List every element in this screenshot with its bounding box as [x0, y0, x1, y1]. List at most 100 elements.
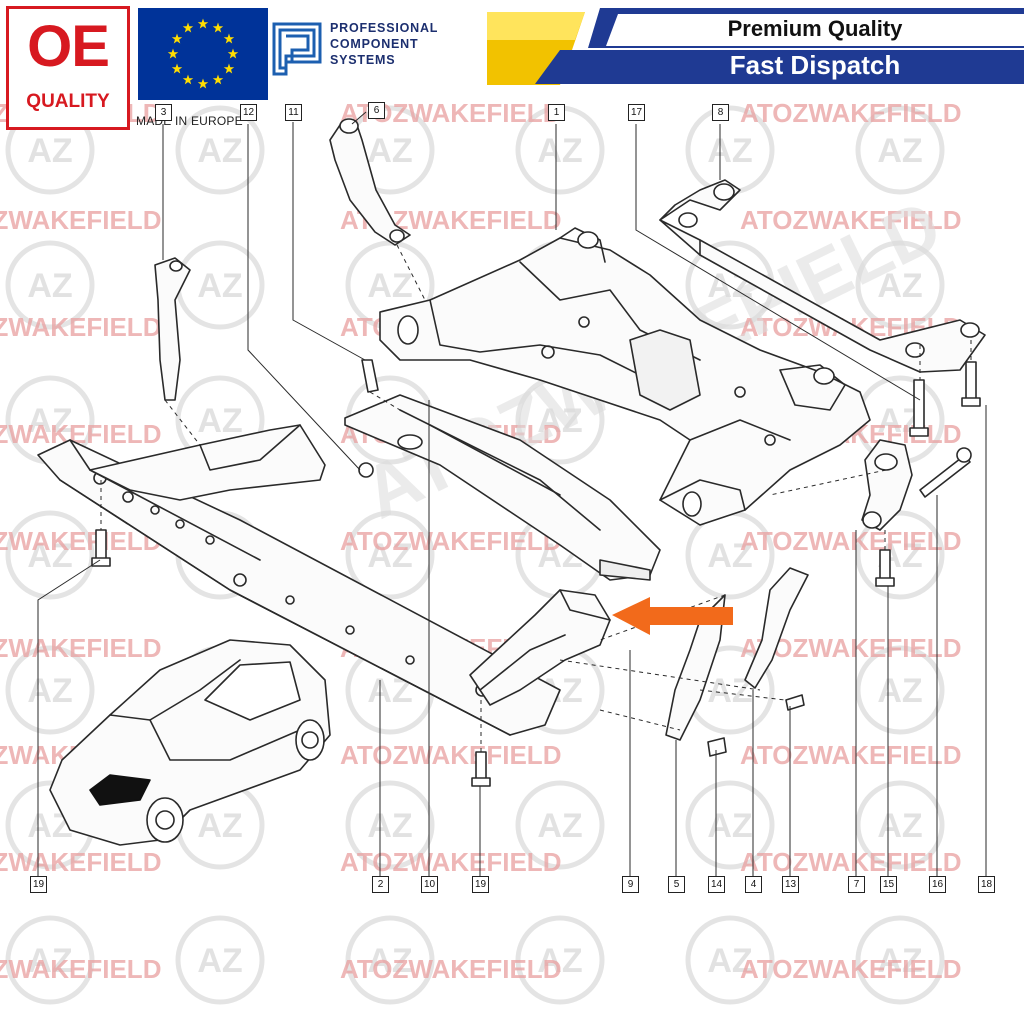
- svg-text:AZ: AZ: [27, 672, 72, 710]
- svg-text:AZ: AZ: [197, 402, 242, 440]
- watermark-logo-icon: AZ: [855, 240, 945, 330]
- part-12-bracket: [89, 424, 326, 501]
- pcs-wordmark: PROFESSIONAL COMPONENT SYSTEMS: [330, 20, 438, 68]
- car-location-illustration: [49, 639, 331, 846]
- watermark-text: ATOZWAKEFIELD: [740, 847, 961, 877]
- watermark-logo-icon: AZ: [855, 645, 945, 735]
- eu-star-icon: [171, 63, 183, 74]
- watermark-text: ATOZWAKEFIELD: [740, 740, 961, 770]
- svg-text:AZ: AZ: [877, 942, 922, 980]
- watermark-logo-icon: AZ: [515, 915, 605, 1005]
- watermark-logo-icon: AZ: [685, 105, 775, 195]
- pcs-line-1: PROFESSIONAL: [330, 21, 439, 35]
- watermark-text: ATOZWAKEFIELD: [340, 740, 561, 770]
- callout-16: 16: [929, 876, 946, 893]
- eu-star-icon: [197, 78, 209, 89]
- watermark-logo-icon: AZ: [515, 375, 605, 465]
- watermark-logo-icon: AZ: [175, 105, 265, 195]
- callout-13: 13: [782, 876, 799, 893]
- oe-text: OE: [27, 14, 110, 79]
- oe-quality-badge: OE QUALITY: [6, 6, 130, 130]
- watermark-text: ATOZWAKEFIELD: [0, 205, 161, 235]
- callout-14: 14: [708, 876, 725, 893]
- eu-star-icon: [182, 22, 194, 33]
- watermark-text: ATOZWAKEFIELD: [340, 954, 561, 984]
- watermark-logo-icon: AZ: [5, 915, 95, 1005]
- callout-17: 17: [628, 104, 645, 121]
- watermark-logo-icon: AZ: [855, 915, 945, 1005]
- svg-text:AZ: AZ: [27, 942, 72, 980]
- svg-text:AZ: AZ: [367, 942, 412, 980]
- watermark-text: ATOZWAKEFIELD: [0, 312, 161, 342]
- eu-star-icon: [212, 22, 224, 33]
- watermark-logo-icon: AZ: [515, 780, 605, 870]
- eu-star-icon: [227, 48, 239, 59]
- svg-text:AZ: AZ: [367, 132, 412, 170]
- watermark-logo-icon: AZ: [345, 780, 435, 870]
- callout-18: 18: [978, 876, 995, 893]
- callout-2: 2: [372, 876, 389, 893]
- eu-star-icon: [212, 74, 224, 85]
- callout-19-center: 19: [472, 876, 489, 893]
- watermark-text: ATOZWAKEFIELD: [340, 847, 561, 877]
- svg-text:AZ: AZ: [537, 942, 582, 980]
- svg-text:AZ: AZ: [367, 807, 412, 845]
- watermark-logo-icon: AZ: [345, 915, 435, 1005]
- quality-text: QUALITY: [26, 91, 110, 112]
- part-4-bracket: [744, 567, 809, 689]
- svg-text:AZ: AZ: [707, 132, 752, 170]
- eu-flag-icon: [138, 8, 268, 100]
- callout-11: 11: [285, 104, 302, 121]
- callout-1: 1: [548, 104, 565, 121]
- svg-text:AZ: AZ: [537, 402, 582, 440]
- part-3-strut-bracket: [154, 257, 191, 401]
- svg-text:AZ: AZ: [197, 807, 242, 845]
- eu-star-icon: [223, 33, 235, 44]
- part-9-side-member: [469, 589, 611, 706]
- callout-15: 15: [880, 876, 897, 893]
- watermark-logo-icon: AZ: [175, 915, 265, 1005]
- svg-text:AZ: AZ: [877, 672, 922, 710]
- banner-graphic: [487, 8, 1024, 85]
- svg-text:AZ: AZ: [197, 267, 242, 305]
- svg-text:AZ: AZ: [707, 942, 752, 980]
- part-7-mount: [861, 439, 913, 531]
- leader-lines: [37, 111, 987, 876]
- watermark-logo-icon: AZ: [345, 240, 435, 330]
- pcs-line-3: SYSTEMS: [330, 53, 396, 67]
- part-10-skid-plate: [344, 394, 661, 581]
- svg-text:AZ: AZ: [537, 132, 582, 170]
- callout-10: 10: [421, 876, 438, 893]
- watermark-logo-icon: AZ: [685, 780, 775, 870]
- watermark-logo-icon: AZ: [855, 105, 945, 195]
- callout-8: 8: [712, 104, 729, 121]
- svg-text:AZ: AZ: [877, 267, 922, 305]
- bolts: [91, 359, 981, 787]
- eu-star-icon: [167, 48, 179, 59]
- svg-text:AZ: AZ: [877, 132, 922, 170]
- callout-7: 7: [848, 876, 865, 893]
- part-8-cross-bar: [659, 179, 986, 373]
- highlight-arrow-icon: [612, 597, 733, 635]
- svg-text:AZ: AZ: [877, 807, 922, 845]
- svg-text:AZ: AZ: [537, 807, 582, 845]
- callout-5: 5: [668, 876, 685, 893]
- callout-9: 9: [622, 876, 639, 893]
- pcs-line-2: COMPONENT: [330, 37, 419, 51]
- svg-text:AZ: AZ: [707, 537, 752, 575]
- watermark-text: ATOZWAKEFIELD: [0, 526, 161, 556]
- svg-text:AZ: AZ: [367, 267, 412, 305]
- watermark-logo-icon: AZ: [5, 240, 95, 330]
- eu-star-icon: [197, 18, 209, 29]
- watermark-logo-icon: AZ: [345, 510, 435, 600]
- made-in-europe-label: MADE IN EUROPE: [136, 114, 243, 128]
- eu-star-icon: [171, 33, 183, 44]
- callout-6: 6: [368, 102, 385, 119]
- part-6-link-arm: [329, 118, 411, 246]
- premium-quality-text: Premium Quality: [727, 16, 903, 41]
- svg-text:AZ: AZ: [27, 402, 72, 440]
- watermark-text: ATOZWAKEFIELD: [740, 205, 961, 235]
- callout-19-left: 19: [30, 876, 47, 893]
- callout-12: 12: [240, 104, 257, 121]
